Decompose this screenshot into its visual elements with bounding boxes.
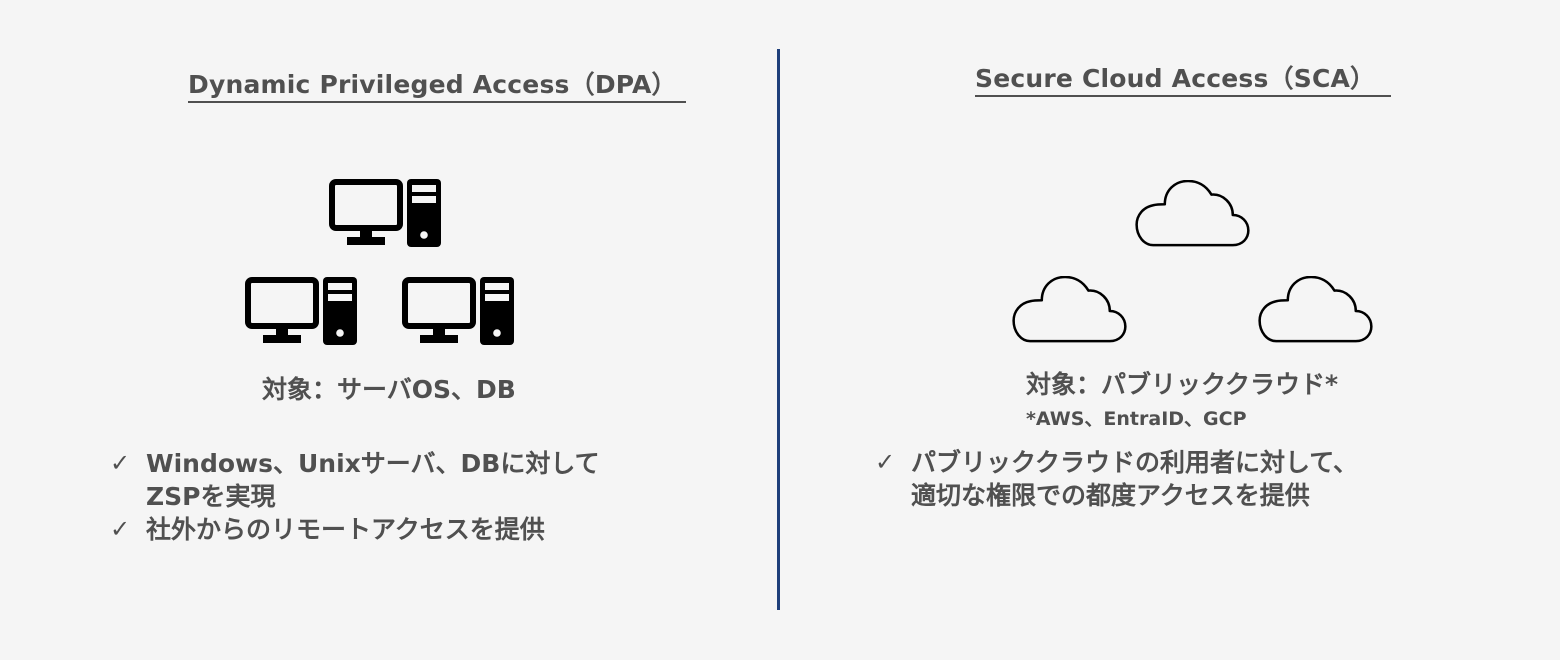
sca-target-label: 対象：パブリッククラウド* bbox=[1026, 370, 1339, 399]
dpa-target-label: 対象：サーバOS、DB bbox=[262, 375, 516, 404]
desktop-computer-icon bbox=[402, 277, 514, 345]
cloud-icon bbox=[1256, 276, 1374, 344]
bullet-text: 社外からのリモートアクセスを提供 bbox=[146, 515, 545, 544]
checkmark-icon: ✓ bbox=[110, 449, 131, 477]
sca-bullet-list: ✓ パブリッククラウドの利用者に対して、 適切な権限での都度アクセスを提供 bbox=[875, 446, 1475, 512]
cloud-icon bbox=[1010, 276, 1128, 344]
bullet-item: ✓ 社外からのリモートアクセスを提供 bbox=[110, 513, 670, 546]
dpa-title: Dynamic Privileged Access（DPA） bbox=[188, 70, 686, 103]
bullet-text: パブリッククラウドの利用者に対して、 bbox=[911, 448, 1359, 477]
checkmark-icon: ✓ bbox=[875, 448, 896, 476]
bullet-text-continued: 適切な権限での都度アクセスを提供 bbox=[911, 481, 1310, 510]
desktop-computer-icon bbox=[329, 179, 441, 247]
bullet-item: ✓ Windows、Unixサーバ、DBに対して ZSPを実現 bbox=[110, 447, 670, 513]
sca-footnote: *AWS、EntraID、GCP bbox=[1026, 408, 1247, 430]
dpa-bullet-list: ✓ Windows、Unixサーバ、DBに対して ZSPを実現 ✓ 社外からのリ… bbox=[110, 447, 670, 546]
vertical-divider bbox=[777, 49, 780, 610]
bullet-text-continued: ZSPを実現 bbox=[146, 482, 276, 511]
sca-title: Secure Cloud Access（SCA） bbox=[975, 64, 1391, 97]
desktop-computer-icon bbox=[245, 277, 357, 345]
checkmark-icon: ✓ bbox=[110, 515, 131, 543]
cloud-icon bbox=[1133, 180, 1251, 248]
bullet-item: ✓ パブリッククラウドの利用者に対して、 適切な権限での都度アクセスを提供 bbox=[875, 446, 1475, 512]
bullet-text: Windows、Unixサーバ、DBに対して bbox=[146, 449, 600, 478]
